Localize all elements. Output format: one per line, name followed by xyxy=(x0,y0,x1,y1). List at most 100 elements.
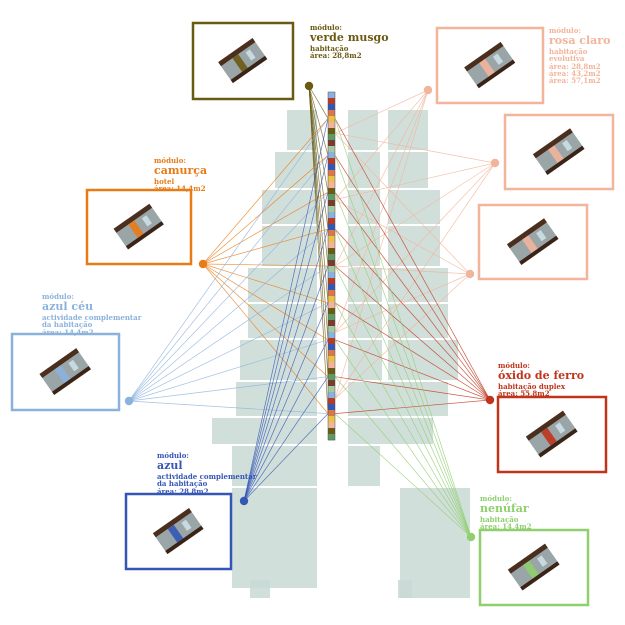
thumb-fixture xyxy=(555,422,566,434)
tower-segment xyxy=(328,182,335,189)
thumb-wall xyxy=(476,59,516,89)
module-detail: da habitação xyxy=(157,479,208,489)
thumb-fixture xyxy=(562,139,573,152)
connection-line xyxy=(334,162,496,267)
module-thumbnail xyxy=(39,348,91,396)
tower-segment xyxy=(328,314,335,321)
module-name: verde musgo xyxy=(310,31,389,45)
thumb-wall xyxy=(464,41,504,72)
connection-line xyxy=(243,413,329,502)
thumb-accent xyxy=(548,145,564,164)
module-detail: área: 28,8m2 xyxy=(157,486,209,496)
tower-segment xyxy=(328,326,335,333)
module-frame xyxy=(503,113,615,191)
connection-line xyxy=(334,162,496,333)
thumb-accent xyxy=(541,427,557,446)
thumb-fixture xyxy=(68,359,79,372)
module-kicker: módulo: xyxy=(154,156,186,165)
plan-block xyxy=(275,152,317,188)
module-frames xyxy=(10,21,615,607)
plan-block xyxy=(388,190,440,224)
module-name: azul céu xyxy=(42,300,94,314)
connection-node xyxy=(239,496,249,506)
connection-line xyxy=(308,85,329,377)
thumb-wall xyxy=(113,203,153,233)
connection-line xyxy=(128,265,329,402)
module-kicker: módulo: xyxy=(42,292,74,301)
label-oxido-de-ferro: módulo: óxido de ferro habitação duplex … xyxy=(498,362,584,398)
connection-line xyxy=(334,265,471,275)
thumb-wall xyxy=(507,543,548,574)
module-name: óxido de ferro xyxy=(498,369,585,383)
thumb-wall xyxy=(218,38,256,67)
module-thumbnail xyxy=(113,203,164,250)
connection-line xyxy=(202,263,329,377)
thumb-wall xyxy=(152,507,192,538)
tower-segment xyxy=(328,380,335,387)
plan-block xyxy=(400,488,470,598)
tower-segment xyxy=(328,260,335,267)
tower-segment xyxy=(328,98,335,105)
building-floor-plan xyxy=(212,110,470,598)
module-kicker: módulo: xyxy=(480,494,512,503)
thumb-wall xyxy=(51,365,91,396)
tower-segment xyxy=(328,218,335,225)
tower-segment xyxy=(328,92,335,99)
connection-line xyxy=(202,263,329,341)
connection-line xyxy=(334,155,491,401)
tower-segment xyxy=(328,398,335,405)
plan-block xyxy=(388,340,458,380)
thumb-wall xyxy=(520,561,560,591)
plan-block xyxy=(348,340,382,380)
plan-block xyxy=(388,226,440,266)
thumb-accent xyxy=(523,560,539,579)
module-kicker: módulo: xyxy=(157,451,189,460)
tower-segment xyxy=(328,356,335,363)
thumb-fixture xyxy=(537,555,548,567)
thumb-accent xyxy=(128,220,144,238)
tower-segment xyxy=(328,386,335,393)
plan-block xyxy=(232,488,317,588)
module-detail: hotel xyxy=(154,176,175,186)
thumb-wall xyxy=(545,145,585,175)
connection-line xyxy=(334,302,472,538)
plan-block xyxy=(398,580,412,598)
thumb-fixture xyxy=(492,53,504,65)
connection-line xyxy=(243,118,329,502)
connection-line xyxy=(308,85,329,267)
connection-line xyxy=(202,118,329,265)
tower-segment xyxy=(328,164,335,171)
tower-segment xyxy=(328,140,335,147)
tower-segment xyxy=(328,410,335,417)
module-name: nenúfar xyxy=(480,502,529,516)
label-rosa-claro: módulo: rosa claro habitação evolutiva á… xyxy=(549,27,625,85)
module-detail: da habitação xyxy=(42,320,93,330)
thumb-wall xyxy=(519,235,559,265)
tower-segment xyxy=(328,176,335,183)
connection-line xyxy=(243,302,329,502)
central-tower-strip xyxy=(327,91,336,441)
connection-line xyxy=(128,302,329,402)
thumb-wall xyxy=(538,428,578,458)
module-name: camurça xyxy=(154,164,208,178)
connection-line xyxy=(308,85,329,230)
module-thumbnail xyxy=(507,543,560,591)
thumb-wall xyxy=(230,55,268,84)
connection-node xyxy=(466,532,476,542)
plan-block xyxy=(232,446,317,486)
tower-segment xyxy=(328,266,335,273)
tower-segment xyxy=(328,206,335,213)
module-thumbnail xyxy=(152,507,204,555)
connection-line xyxy=(334,132,496,164)
tower-segment xyxy=(328,344,335,351)
tower-segment xyxy=(328,110,335,117)
module-name: rosa claro xyxy=(549,34,611,48)
module-detail: habitação duplex xyxy=(498,381,566,391)
module-detail: actividade complementar xyxy=(42,312,142,322)
tower-segment xyxy=(328,374,335,381)
tower-segment xyxy=(328,308,335,315)
connection-line xyxy=(334,89,429,267)
tower-segment xyxy=(328,158,335,165)
connection-line xyxy=(334,199,471,275)
plan-block xyxy=(388,110,428,150)
